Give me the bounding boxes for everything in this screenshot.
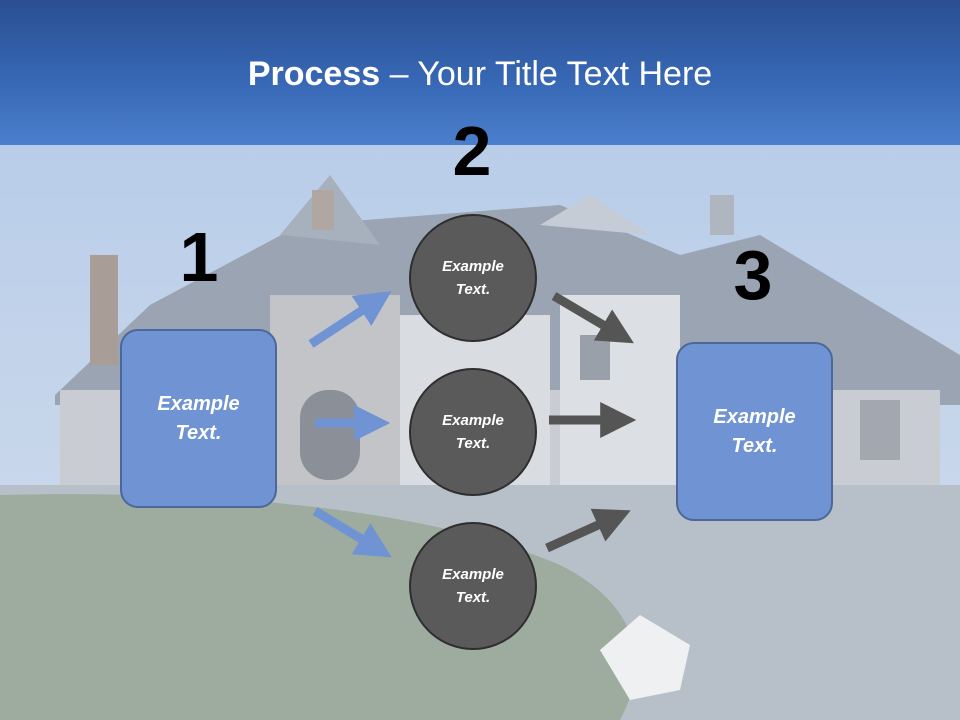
- title-rest: – Your Title Text Here: [380, 55, 713, 93]
- circle-middle[interactable]: Example Text.: [409, 368, 537, 496]
- step-3-box-text: Example Text.: [713, 405, 796, 457]
- slide-title: Process – Your Title Text Here: [0, 52, 960, 96]
- circle-bottom[interactable]: Example Text.: [409, 522, 537, 650]
- circle-top-text: Example Text.: [442, 258, 504, 298]
- title-bold-word: Process: [247, 55, 381, 93]
- step-1-box[interactable]: Example Text.: [120, 329, 277, 508]
- circle-bottom-text: Example Text.: [442, 566, 504, 606]
- title-bar: [0, 0, 960, 145]
- step-3-box[interactable]: Example Text.: [676, 342, 833, 521]
- circle-top[interactable]: Example Text.: [409, 214, 537, 342]
- step-number-1: 1: [179, 218, 219, 296]
- step-number-3: 3: [733, 236, 773, 314]
- circle-middle-text: Example Text.: [442, 412, 504, 452]
- step-number-2: 2: [452, 112, 492, 190]
- step-1-box-text: Example Text.: [157, 392, 240, 444]
